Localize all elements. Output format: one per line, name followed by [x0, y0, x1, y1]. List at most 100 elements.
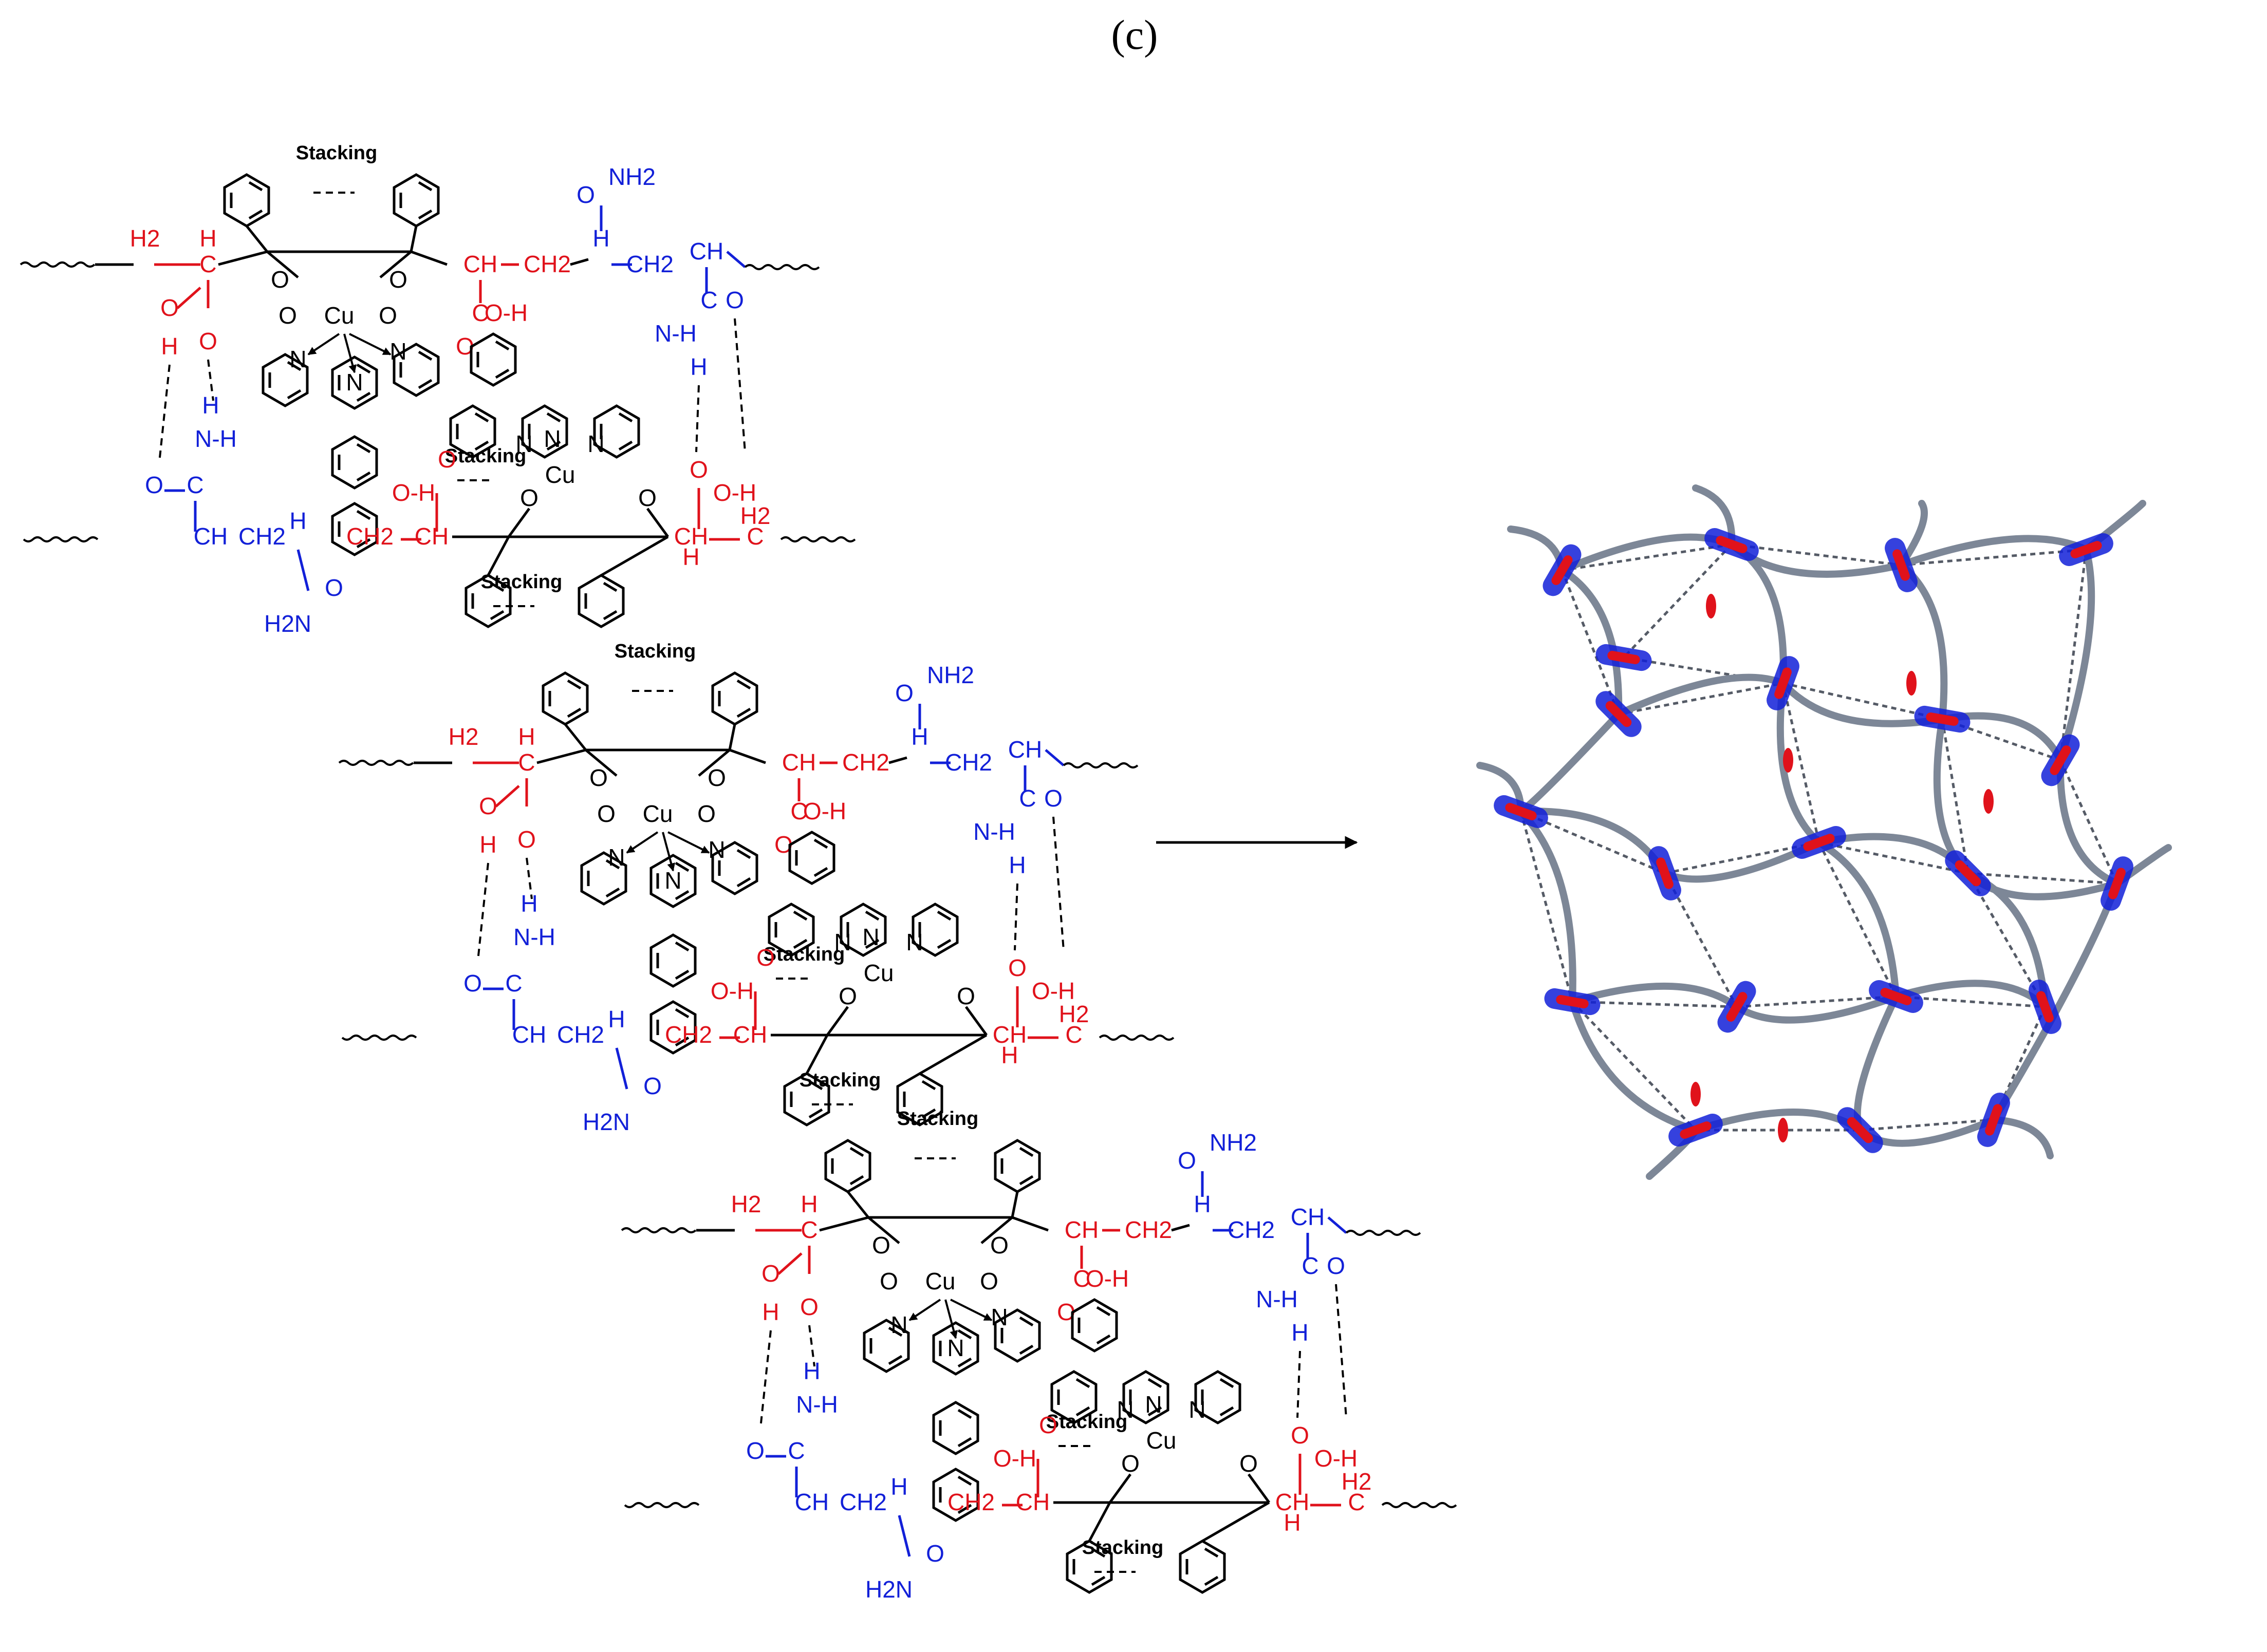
atom-label: N-H [655, 320, 697, 347]
complex-core [1926, 712, 1959, 726]
carbon-label: C [199, 251, 216, 277]
chain-end [624, 1502, 700, 1508]
benzene-ring [826, 1140, 870, 1192]
bond [964, 1006, 988, 1036]
chain-end [20, 261, 96, 268]
bond [495, 785, 520, 808]
hydrogen-bond [1014, 883, 1018, 951]
atom-label: N [708, 836, 725, 863]
stacking-label: Stacking [296, 142, 377, 164]
stacked-complex [1595, 691, 1642, 737]
atom-label: O [1008, 954, 1027, 981]
stacked-complex [1704, 528, 1759, 561]
atom-label: O [271, 266, 289, 293]
atom-label: CH2 [1228, 1216, 1275, 1243]
benzene-ring [225, 175, 269, 226]
bond [888, 756, 907, 764]
stacked-complex [1668, 1114, 1723, 1147]
complex-core [1607, 651, 1640, 664]
atom-label: O [800, 1293, 819, 1320]
atom-label: N-H [1256, 1286, 1298, 1312]
atom-label: N-H [195, 425, 237, 452]
atom-label: O [756, 944, 775, 971]
bond [410, 226, 418, 252]
atom-label: H [521, 890, 537, 917]
chain-end [23, 536, 99, 542]
complex-core [1985, 1104, 2002, 1136]
crosslink-dash [1967, 872, 2117, 885]
polymer-chain [1990, 546, 2122, 1123]
chain-end [338, 760, 414, 766]
chain-end [621, 1227, 697, 1233]
hydrogen-bond [734, 318, 746, 453]
methylene-label: H2 [731, 1191, 761, 1217]
atom-label: CH2 [626, 251, 674, 277]
benzene-ring [1072, 1300, 1117, 1351]
chain-end [1063, 762, 1139, 768]
atom-label: CH [415, 523, 449, 550]
atom-label: O-H [1086, 1265, 1129, 1292]
atom-label: O [589, 764, 608, 791]
acid-segment [1690, 1082, 1701, 1106]
atom-label: C [790, 798, 807, 824]
atom-label: CH [463, 251, 497, 277]
complex-core [1847, 1117, 1873, 1143]
bond [600, 535, 669, 577]
bond [266, 251, 299, 278]
methylene-label: H2 [130, 225, 160, 252]
bond [898, 1515, 911, 1557]
atom-label: O [1044, 785, 1063, 812]
complex-core [1556, 995, 1589, 1008]
atom-label: O [872, 1232, 890, 1259]
atom-label: H [1001, 1042, 1018, 1068]
atom-label: CH [1291, 1204, 1325, 1230]
stacked-complex [2059, 533, 2113, 566]
methine-label: H [199, 225, 216, 252]
atom-label: O [438, 446, 456, 473]
network-background [1475, 390, 2220, 1171]
benzene-ring [471, 334, 515, 385]
atom-label: H2 [1059, 1001, 1089, 1027]
complex-core [1892, 549, 1910, 581]
atom-label: CH [512, 1021, 546, 1048]
bond [570, 258, 589, 266]
complex-core [1551, 555, 1573, 585]
atom-label: O-H [711, 978, 754, 1004]
atom-label: O [1178, 1147, 1196, 1174]
bond [615, 1047, 628, 1090]
crosslink-dash [1520, 810, 1665, 875]
atom-label: O [990, 1232, 1009, 1259]
crosslink-dash [1896, 995, 2046, 1008]
coordination-arrow [944, 1299, 958, 1339]
atom-label: C [187, 472, 203, 498]
atom-label: O [957, 983, 975, 1009]
bond [246, 225, 268, 253]
panel-label: (c) [1111, 11, 1158, 58]
atom-label: O-H [1032, 978, 1075, 1004]
bond [379, 251, 412, 278]
coiled-network-illustration [1475, 390, 2220, 1180]
stacking-label: Stacking [481, 571, 562, 593]
stacking-label: Stacking [897, 1108, 978, 1130]
atom-label: C [1019, 785, 1036, 812]
chain-end [1381, 1502, 1457, 1508]
bond [536, 748, 586, 764]
atom-label: C [505, 970, 522, 997]
stacked-complex [1837, 1107, 1883, 1153]
crosslink-dash [2059, 549, 2088, 761]
atom-label: O [726, 287, 744, 313]
atom-label: CH2 [665, 1021, 712, 1048]
copper-label: Cu [643, 800, 673, 827]
hydrogen-bond [808, 1325, 815, 1367]
atom-label: C [1348, 1489, 1365, 1515]
bond [826, 1006, 849, 1036]
stacked-complex [1914, 705, 1971, 733]
benzene-ring [934, 1402, 978, 1454]
chain-end [1345, 1230, 1421, 1236]
stacked-complex [1595, 644, 1652, 671]
atom-label: CH2 [947, 1489, 995, 1515]
benzene-ring [394, 175, 438, 226]
coordination-arrow [343, 333, 357, 373]
atom-label: O [1327, 1252, 1345, 1279]
